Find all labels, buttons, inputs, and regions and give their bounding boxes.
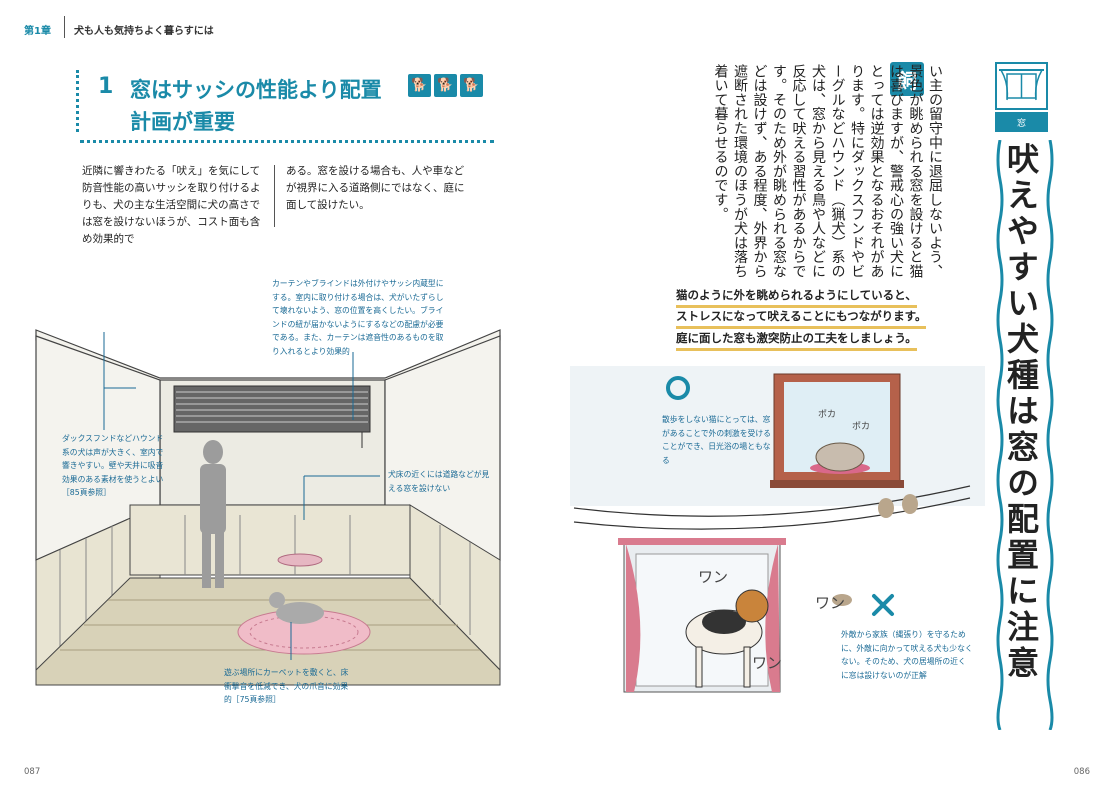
annotation-good: 散歩をしない猫にとっては、窓があることで外の刺激を受けることができ、日光浴の場と… [662, 415, 771, 465]
annotation-carpet: 遊ぶ場所にカーペットを敷くと、床衝撃音を低減でき、犬の爪音に効果的［75頁参照］ [224, 668, 349, 704]
section-number: 1 [98, 74, 114, 99]
illustration-text-wan-3: ワン [752, 654, 783, 672]
dog-icon: 🐕 [408, 74, 431, 97]
title-wave-border [996, 140, 1054, 730]
annotation-floor-window: 犬床の近くには道路などが見える窓を設けない [388, 470, 490, 493]
page-number-right: 086 [1073, 767, 1090, 777]
highlight-line-1: 猫のように外を眺められるようにしていると、 [676, 287, 917, 308]
page-number-left: 087 [24, 767, 41, 777]
section-header-frame [80, 62, 494, 143]
window-icon [995, 62, 1048, 110]
illustration-text-wan-2: ワン [815, 594, 846, 612]
intro-text: い主の留守中に退屈しないよう、景色が眺められる窓を設けると猫は喜びますが、警戒心… [712, 64, 944, 279]
illustration-text-wan-1: ワン [698, 568, 729, 586]
body-text-left: 近隣に響きわたる「吠え」を気にして防音性能の高いサッシを取り付けるよりも、犬の主… [82, 165, 261, 245]
chapter-divider [64, 16, 65, 38]
room-illustration [35, 329, 501, 686]
chapter-title: 犬も人も気持ちよく暮らすには [74, 26, 214, 37]
dog-icon: 🐕 [434, 74, 457, 97]
page-title: 吠えやすい犬種は窓の配置に注意 [1002, 142, 1040, 682]
highlight-line-2: ストレスになって吠えることにもつながります。 [676, 308, 927, 329]
section-header-dots [76, 70, 79, 132]
body-text-right: ある。窓を設ける場合も、人や車などが視界に入る道路側にではなく、庭に面して設けた… [286, 165, 465, 211]
column-divider [274, 165, 275, 227]
window-illustration [570, 366, 985, 693]
dog-icon: 🐕 [460, 74, 483, 97]
annotation-curtain: カーテンやブラインドは外付けやサッシ内蔵型にする。室内に取り付ける場合は、犬がい… [272, 279, 444, 356]
highlight-line-3: 庭に面した窓も激突防止の工夫をしましょう。 [676, 330, 917, 351]
annotation-dachshund: ダックスフンドなどハウンド系の犬は声が大きく、室内で響きやすい。壁や天井に吸音効… [62, 434, 164, 497]
chapter-label: 第1章 [24, 26, 51, 37]
section-title: 窓はサッシの性能より配置計画が重要 [130, 78, 382, 134]
category-label: 窓 [995, 112, 1048, 132]
dog-icon-group: 🐕 🐕 🐕 [408, 74, 483, 97]
illustration-text-poka-1: ポカ [818, 410, 837, 420]
drop-cap: 飼 [890, 62, 924, 96]
annotation-bad: 外敵から家族（縄張り）を守るために、外敵に向かって吠える犬も少なくない。そのため… [841, 630, 973, 680]
illustration-text-poka-2: ポカ [852, 422, 871, 432]
